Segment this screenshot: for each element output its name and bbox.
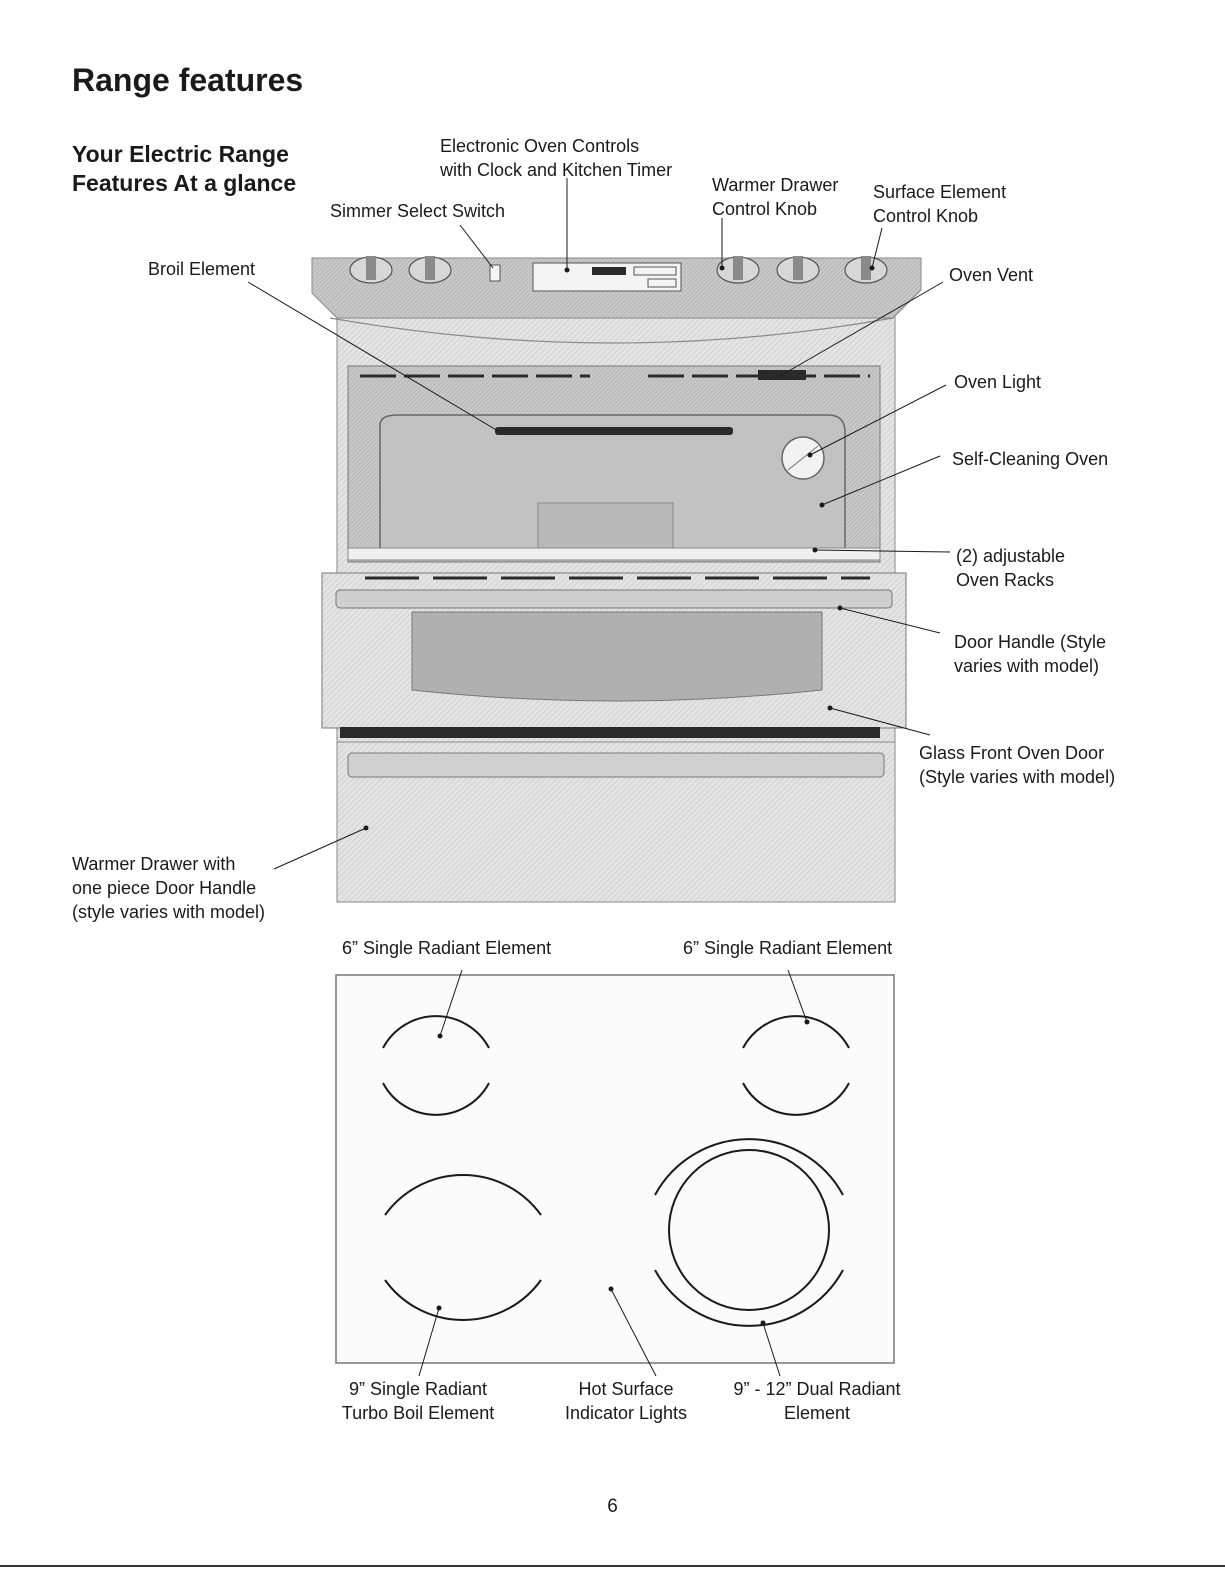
label-hot-surface-indicator: Hot Surface Indicator Lights xyxy=(564,1379,688,1423)
leader-dots xyxy=(363,265,875,1326)
subheading-line-2: Features At a glance xyxy=(72,170,297,196)
label-oven-vent: Oven Vent xyxy=(949,265,1034,285)
label-left-rear-element: 6” Single Radiant Element xyxy=(342,938,552,958)
subheading-line-1: Your Electric Range xyxy=(72,141,289,167)
label-warmer-drawer-knob: Warmer Drawer Control Knob xyxy=(712,175,839,219)
label-surface-element-knob: Surface Element Control Knob xyxy=(873,182,1007,226)
bottom-rule xyxy=(0,1565,1225,1567)
knob-stems xyxy=(366,256,871,280)
page-number: 6 xyxy=(607,1496,618,1517)
label-right-front-element: 9” - 12” Dual Radiant Element xyxy=(733,1379,901,1423)
label-broil-element: Broil Element xyxy=(148,259,256,279)
label-electronic-oven-controls: Electronic Oven Controls with Clock and … xyxy=(440,136,673,180)
range-body xyxy=(311,257,922,903)
label-simmer-select-switch: Simmer Select Switch xyxy=(330,201,506,221)
label-right-rear-element: 6” Single Radiant Element xyxy=(683,938,893,958)
page-title: Range features xyxy=(72,62,304,98)
label-door-handle: Door Handle (Style varies with model) xyxy=(954,632,1107,676)
label-left-front-element: 9” Single Radiant Turbo Boil Element xyxy=(341,1379,495,1423)
label-glass-front-oven-door: Glass Front Oven Door (Style varies with… xyxy=(919,743,1116,787)
label-oven-racks: (2) adjustable Oven Racks xyxy=(956,546,1066,590)
label-self-cleaning-oven: Self-Cleaning Oven xyxy=(952,449,1109,469)
simmer-select-switch-graphic xyxy=(489,264,501,282)
leader-lines xyxy=(247,178,951,1377)
label-warmer-drawer: Warmer Drawer with one piece Door Handle… xyxy=(72,854,266,922)
label-oven-light: Oven Light xyxy=(954,372,1042,392)
section-subheading: Your Electric Range Features At a glance xyxy=(72,140,296,198)
cooktop xyxy=(335,974,895,1364)
